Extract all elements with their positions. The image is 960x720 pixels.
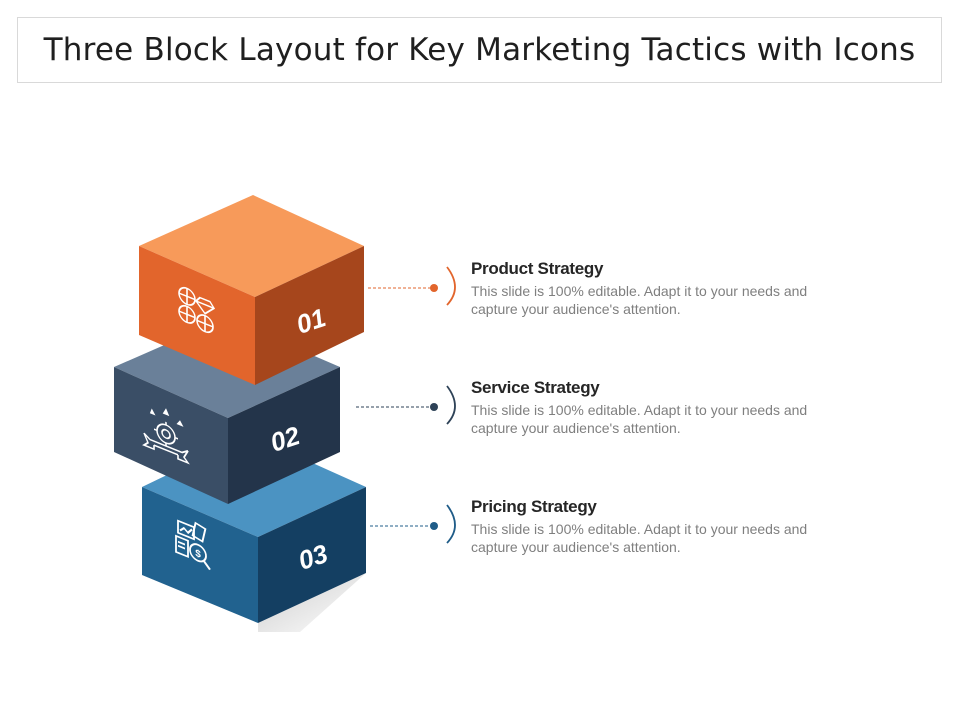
block-02-front xyxy=(114,367,228,504)
block-01: 01 xyxy=(139,195,364,385)
title-box: Three Block Layout for Key Marketing Tac… xyxy=(17,17,942,83)
item-heading: Pricing Strategy xyxy=(471,497,597,516)
block-03-front xyxy=(142,487,258,623)
connector-03-bracket xyxy=(446,504,456,544)
item-heading: Product Strategy xyxy=(471,259,604,278)
item-product-strategy: Product Strategy This slide is 100% edit… xyxy=(471,259,851,318)
connector-01-dot xyxy=(430,284,438,292)
connector-02 xyxy=(356,385,456,425)
finance-documents-icon: $ xyxy=(175,519,211,571)
block-shadow xyxy=(258,573,366,632)
svg-text:$: $ xyxy=(195,548,201,561)
item-pricing-strategy: Pricing Strategy This slide is 100% edit… xyxy=(471,497,851,556)
connector-03 xyxy=(370,504,456,544)
block-01-side xyxy=(255,246,364,385)
connector-01 xyxy=(368,266,456,306)
item-text: This slide is 100% editable. Adapt it to… xyxy=(471,283,808,317)
item-heading: Service Strategy xyxy=(471,378,600,397)
connector-02-dot xyxy=(430,403,438,411)
connector-01-bracket xyxy=(446,266,456,306)
block-01-front xyxy=(139,246,255,385)
connector-02-bracket xyxy=(446,385,456,425)
block-01-top xyxy=(139,195,364,297)
item-service-strategy: Service Strategy This slide is 100% edit… xyxy=(471,378,851,437)
item-text: This slide is 100% editable. Adapt it to… xyxy=(471,521,808,555)
block-02-side xyxy=(228,367,340,504)
gear-stars-ribbon-icon xyxy=(142,408,190,465)
connector-03-dot xyxy=(430,522,438,530)
slide-title: Three Block Layout for Key Marketing Tac… xyxy=(43,32,916,68)
item-text: This slide is 100% editable. Adapt it to… xyxy=(471,402,808,436)
block-03-side xyxy=(258,487,366,623)
globes-diamonds-icon xyxy=(178,286,216,334)
